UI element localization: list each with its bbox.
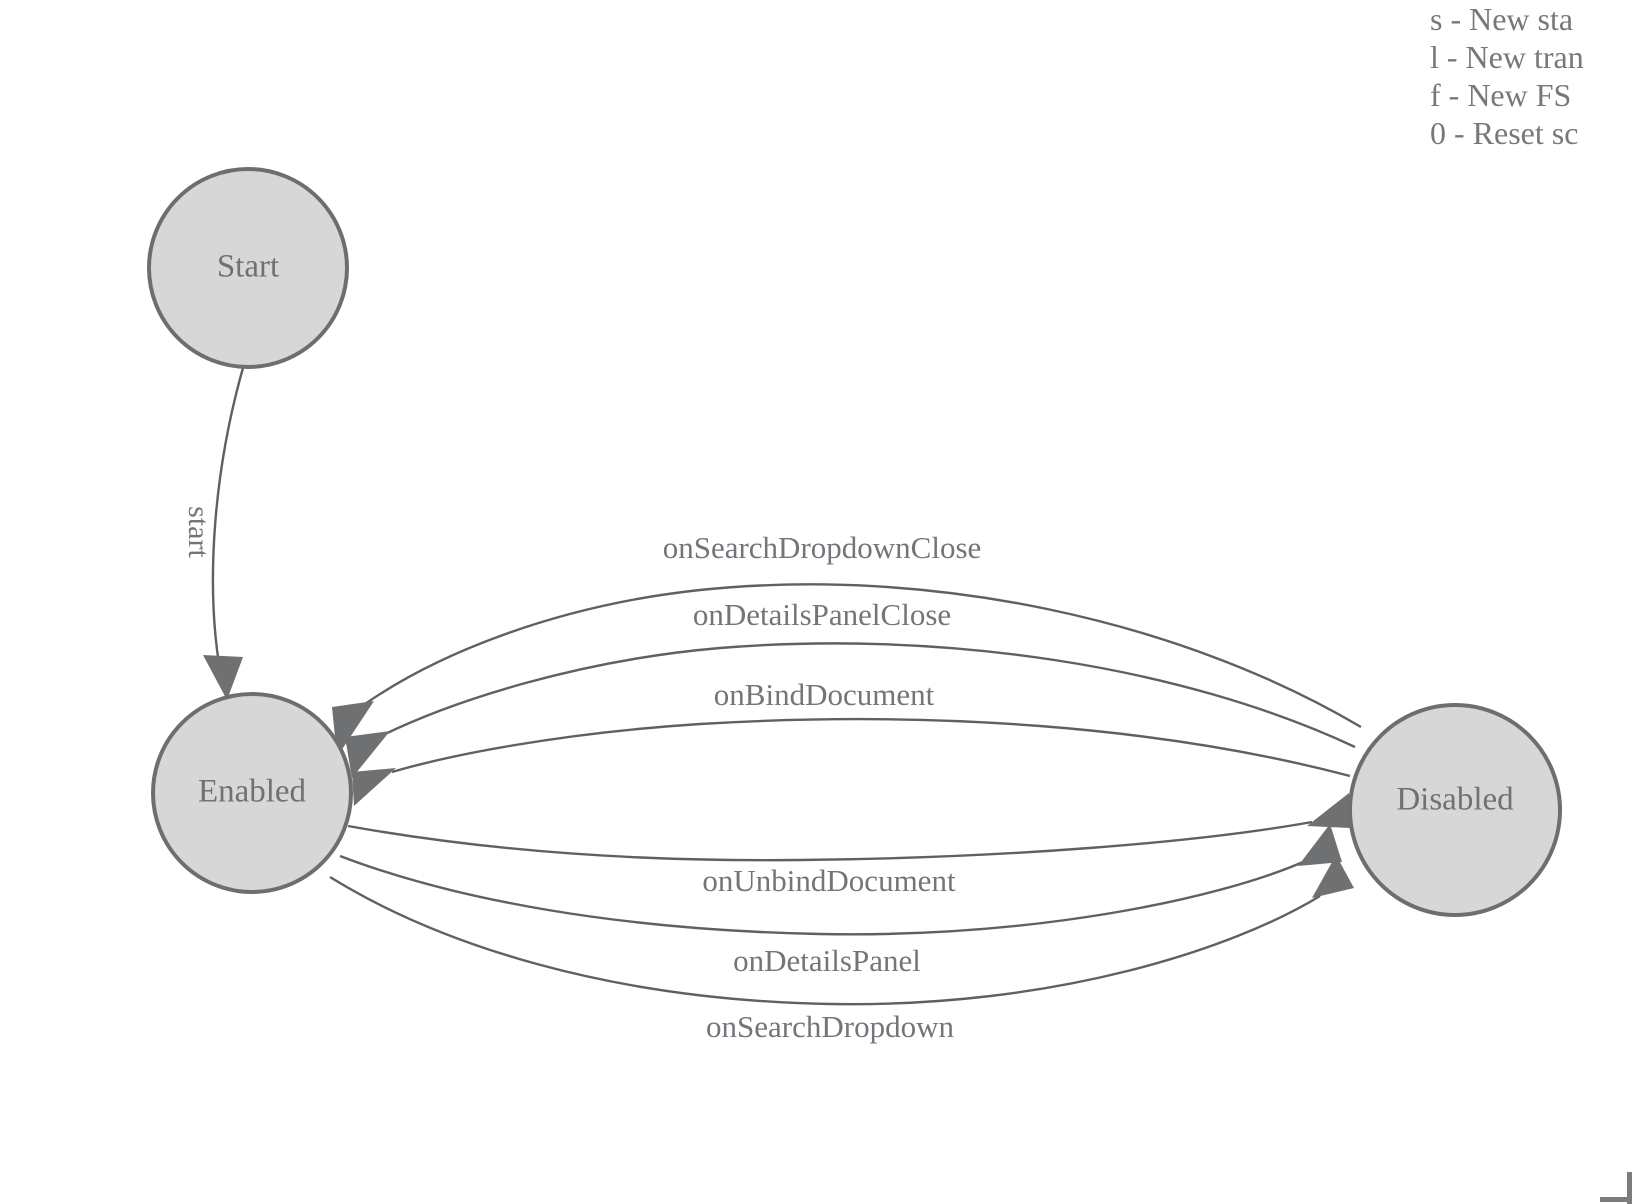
edge-label-on-details-panel: onDetailsPanel [733, 943, 921, 978]
edge-path-dpc [382, 642, 1356, 749]
edge-label-on-unbind-document: onUnbindDocument [702, 863, 956, 898]
edge-label-on-details-panel-close: onDetailsPanelClose [693, 597, 951, 632]
arrowhead-bind [352, 768, 396, 806]
node-enabled-circle [151, 692, 353, 894]
edge-enabled-to-disabled-search-dropdown[interactable] [329, 855, 1354, 1006]
arrowhead-unbind [1307, 793, 1350, 828]
edge-enabled-to-disabled-unbind-document[interactable] [347, 793, 1350, 862]
arrowhead-searchdropdown [1312, 855, 1354, 898]
node-enabled[interactable]: Enabled [151, 692, 353, 894]
node-start[interactable]: Start [147, 167, 349, 369]
edge-disabled-to-enabled-details-panel-close[interactable] [345, 642, 1356, 778]
edge-label-on-search-dropdown-close: onSearchDropdownClose [663, 530, 982, 565]
edge-label-start: start [182, 506, 215, 558]
help-line-new-state: s - New sta [1430, 1, 1574, 37]
edge-enabled-to-disabled-details-panel[interactable] [339, 824, 1342, 936]
window-frame-bottom-edge [1600, 1197, 1632, 1202]
node-disabled-label: Disabled [1396, 782, 1514, 818]
edge-label-on-bind-document: onBindDocument [714, 677, 935, 712]
edge-disabled-to-enabled-bind-document[interactable] [352, 717, 1351, 806]
arrowhead-details [1298, 824, 1342, 866]
node-start-label: Start [217, 249, 279, 285]
window-frame-right-edge [1627, 1172, 1632, 1204]
edge-disabled-to-enabled-search-dropdown-close[interactable] [332, 583, 1362, 757]
edge-path-sdc [364, 583, 1362, 729]
edge-label-on-search-dropdown: onSearchDropdown [706, 1009, 954, 1044]
edge-path-bind [391, 717, 1351, 778]
node-disabled-circle [1348, 703, 1562, 917]
edge-path-searchdropdown [329, 875, 1321, 1006]
help-line-new-transition: l - New tran [1430, 39, 1584, 75]
node-start-circle [147, 167, 349, 369]
keyboard-shortcuts-help: s - New sta l - New tran f - New FS 0 - … [1430, 0, 1632, 152]
help-line-new-fsm: f - New FS [1430, 77, 1572, 113]
arrowhead-dpc [345, 731, 390, 778]
node-disabled[interactable]: Disabled [1348, 703, 1562, 917]
edge-start-to-enabled[interactable] [203, 367, 245, 700]
edge-path-unbind [347, 820, 1313, 862]
node-enabled-label: Enabled [198, 774, 307, 810]
arrowhead-start-enabled [203, 655, 243, 700]
arrowhead-sdc [332, 701, 374, 757]
edge-path-details [339, 854, 1304, 936]
help-line-reset: 0 - Reset sc [1430, 115, 1579, 151]
edge-path-start-enabled [211, 367, 245, 665]
